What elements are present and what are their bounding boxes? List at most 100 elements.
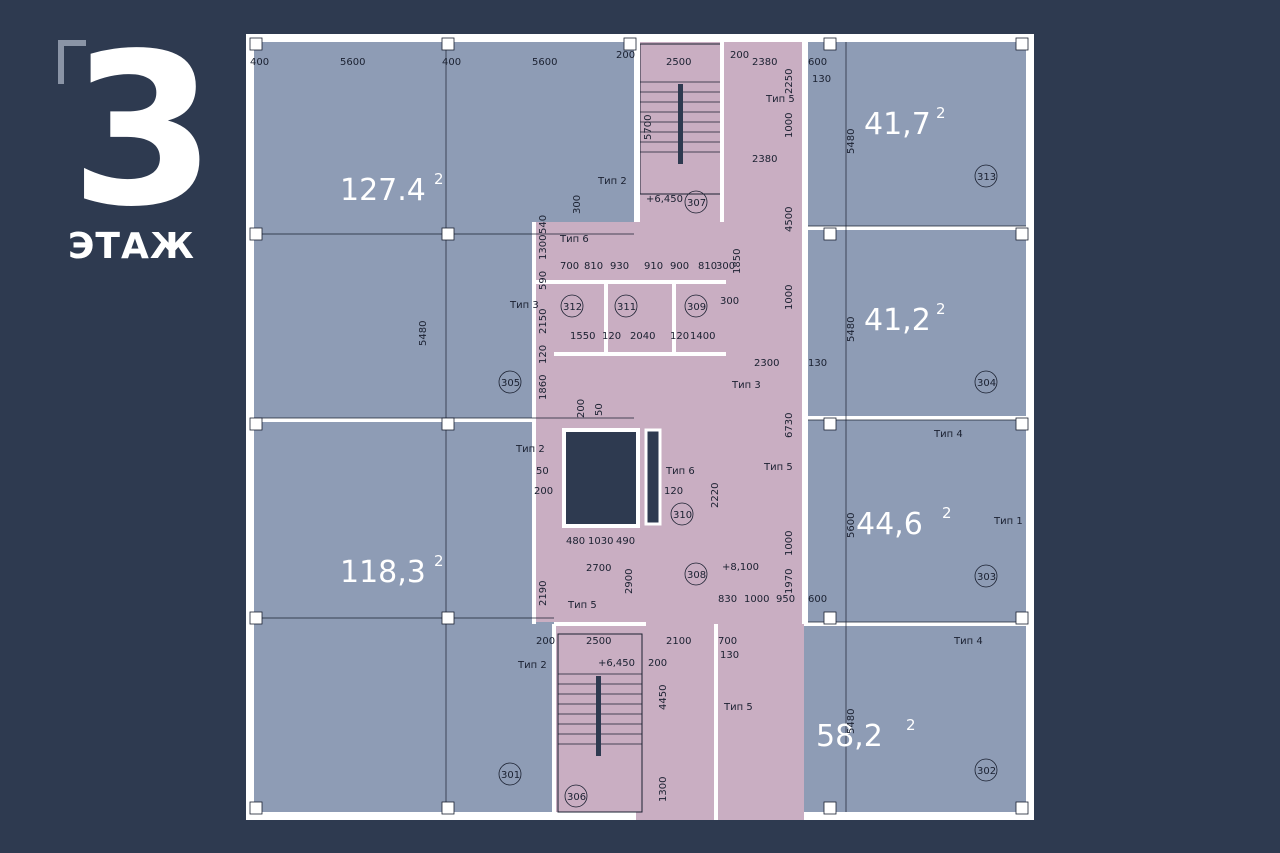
dimension: 1860 [538,375,549,400]
room-number-305: 305 [501,378,520,389]
dimension: 810 [698,261,717,272]
room-303-area[interactable] [808,420,1026,622]
type-label: Тип 2 [517,660,547,671]
dimension: 1550 [570,331,595,342]
floor-label: ЭТАЖ [68,226,195,267]
dimension: 300 [716,261,735,272]
elevation-mark: +6,450 [598,658,635,669]
area-303-label: 44,6 [856,507,923,542]
dimension: 480 [566,536,585,547]
dimension: 2380 [752,57,777,68]
dimension: 1030 [588,536,613,547]
area-305-label: 127.4 [340,173,426,208]
dimension: 900 [670,261,689,272]
elevation-mark: +8,100 [722,562,759,573]
area-302-label: 58,2 [816,719,883,754]
room-number-304: 304 [977,378,996,389]
room-number-308: 308 [687,570,706,581]
room-number-309: 309 [687,302,706,313]
dimension: 400 [250,57,269,68]
area-unit: 2 [936,300,946,318]
dimension: 2220 [710,483,721,508]
dimension: 2040 [630,331,655,342]
type-label: Тип 4 [933,429,963,440]
room-number-311: 311 [617,302,636,313]
room-313-area[interactable] [808,42,1026,226]
type-label: Тип 5 [723,702,753,713]
dimension: 130 [808,358,827,369]
dimension: 1970 [784,569,795,594]
floor-plan: 127.4 2 118,3 2 41,7 2 41,2 2 44,6 2 58,… [246,34,1034,820]
area-unit: 2 [434,170,444,188]
dimension: 120 [602,331,621,342]
dimension: 5480 [846,709,857,734]
dimension: 1000 [784,531,795,556]
dimension: 590 [538,271,549,290]
dimension: 200 [730,50,749,61]
dimension: 950 [776,594,795,605]
dimension: 200 [616,50,635,61]
dimension: 130 [720,650,739,661]
dimension: 5600 [532,57,557,68]
dimension: 400 [442,57,461,68]
area-301-label: 118,3 [340,555,426,590]
area-unit: 2 [936,104,946,122]
type-label: Тип 1 [993,516,1023,527]
type-label: Тип 3 [731,380,761,391]
dimension: 2500 [666,57,691,68]
room-number-312: 312 [563,302,582,313]
type-label: Тип 3 [509,300,539,311]
dimension: 1850 [732,249,743,274]
dimension: 910 [644,261,663,272]
dimension: 600 [808,57,827,68]
dimension: 300 [720,296,739,307]
room-number-307: 307 [687,198,706,209]
dimension: 5480 [418,321,429,346]
dimension: 2250 [784,69,795,94]
area-unit: 2 [434,552,444,570]
type-label: Тип 5 [763,462,793,473]
dimension: 5480 [846,129,857,154]
dimension: 1300 [658,777,669,802]
area-unit: 2 [942,504,952,522]
dimension: 810 [584,261,603,272]
type-label: Тип 2 [597,176,627,187]
dimension: 700 [718,636,737,647]
dimension: 50 [594,403,605,416]
dimension: 5600 [340,57,365,68]
type-label: Тип 5 [567,600,597,611]
dimension: 1000 [784,285,795,310]
dimension: 2100 [666,636,691,647]
room-number-313: 313 [977,172,996,183]
dimension: 700 [560,261,579,272]
room-304-area[interactable] [808,230,1026,416]
dimension: 5600 [846,513,857,538]
type-label: Тип 2 [515,444,545,455]
dimension: 120 [670,331,689,342]
room-301-area[interactable] [254,422,554,812]
dimension: 50 [536,466,549,477]
room-number-306: 306 [567,792,586,803]
dimension: 6730 [784,413,795,438]
dimension: 200 [534,486,553,497]
room-number-310: 310 [673,510,692,521]
dimension: 2700 [586,563,611,574]
dimension: 2190 [538,581,549,606]
dimension: 200 [576,399,587,418]
type-label: Тип 6 [665,466,695,477]
dimension: 1000 [784,113,795,138]
dimension: 600 [808,594,827,605]
dimension: 200 [536,636,555,647]
dimension: 1400 [690,331,715,342]
dimension: 2900 [624,569,635,594]
dimension: 120 [538,345,549,364]
area-304-label: 41,2 [864,303,931,338]
dimension: 300 [572,195,583,214]
dimension: 120 [664,486,683,497]
area-unit: 2 [906,716,916,734]
area-313-label: 41,7 [864,107,931,142]
type-label: Тип 4 [953,636,983,647]
dimension: 1000 [744,594,769,605]
dimension: 4450 [658,685,669,710]
dimension: 490 [616,536,635,547]
